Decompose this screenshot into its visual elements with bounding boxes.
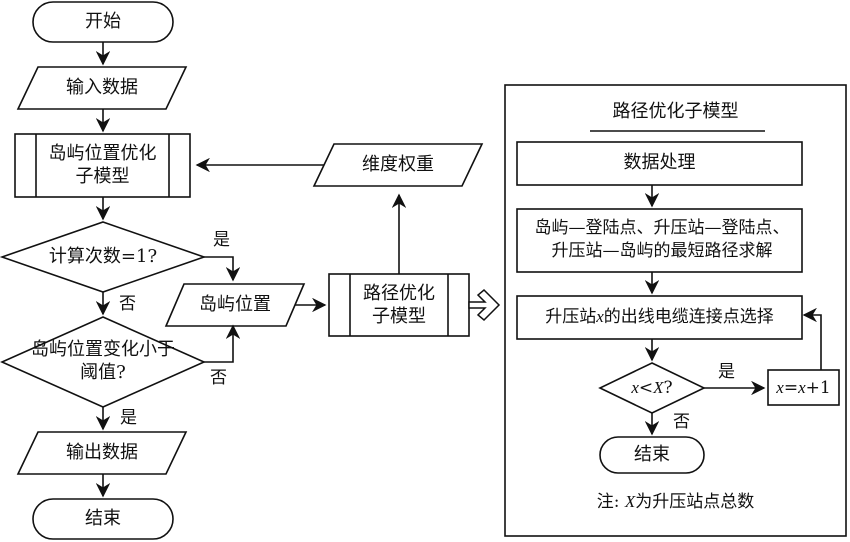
increment-label: x=x+1 xyxy=(768,377,839,399)
panel-title: 路径优化子模型 xyxy=(612,101,739,122)
decision-op: < xyxy=(638,378,654,398)
step3-var: x xyxy=(596,307,604,326)
decision2-label-1: 岛屿位置变化小于 xyxy=(31,339,175,360)
inc-a: x xyxy=(776,378,784,397)
route-model-label-2: 子模型 xyxy=(372,306,426,327)
panel-yes-label: 是 xyxy=(718,362,735,382)
island-model-label-1: 岛屿位置优化 xyxy=(48,143,157,164)
shortest-path-box xyxy=(516,208,803,273)
inc-d: +1 xyxy=(805,378,831,398)
island-model-label-2: 子模型 xyxy=(75,166,130,187)
yes-label-2: 是 xyxy=(120,408,137,428)
start-label: 开始 xyxy=(85,11,121,32)
island-position-label: 岛屿位置 xyxy=(199,294,271,315)
expand-arrow-icon xyxy=(468,288,501,322)
yes-label-1: 是 xyxy=(213,230,230,250)
panel-end-label: 结束 xyxy=(634,444,670,465)
step3-prefix: 升压站 xyxy=(545,307,597,327)
note-var: X xyxy=(624,492,636,511)
weights-label: 维度权重 xyxy=(362,154,434,175)
decision-x: x xyxy=(631,378,639,397)
connection-point-box xyxy=(516,295,803,340)
shortest-path-label-1: 岛屿—登陆点、升压站—登陆点、 xyxy=(534,218,790,238)
inc-c: x xyxy=(798,378,806,397)
route-submodel-panel xyxy=(504,84,847,537)
route-model-label-1: 路径优化 xyxy=(363,283,435,304)
no-label-2: 否 xyxy=(210,368,227,388)
note-prefix: 注: xyxy=(596,492,625,512)
note-suffix: 为升压站点总数 xyxy=(635,492,755,512)
output-data-parallelogram xyxy=(16,431,188,475)
decision1-label: 计算次数=1? xyxy=(48,246,158,267)
x-less-X-label: x<X? xyxy=(600,377,704,399)
input-data-parallelogram xyxy=(16,66,188,110)
increment-box xyxy=(767,369,840,406)
data-processing-box xyxy=(516,141,803,186)
inc-b: = xyxy=(783,378,799,398)
input-data-label: 输入数据 xyxy=(66,77,138,98)
decision2-label-2: 阈值? xyxy=(80,362,126,383)
decision-q: ? xyxy=(663,378,673,398)
weights-parallelogram xyxy=(312,143,484,187)
panel-no-label: 否 xyxy=(673,412,690,432)
data-processing-label: 数据处理 xyxy=(623,152,696,173)
panel-note: 注: X为升压站点总数 xyxy=(505,491,846,513)
end-terminal xyxy=(32,498,174,540)
no-label-1: 否 xyxy=(119,294,136,314)
shortest-path-label-2: 升压站—岛屿的最短路径求解 xyxy=(551,241,773,261)
island-position-parallelogram xyxy=(164,283,306,327)
output-data-label: 输出数据 xyxy=(66,442,138,463)
end-label: 结束 xyxy=(85,508,121,529)
panel-end-terminal xyxy=(599,436,705,474)
connection-point-label: 升压站x的出线电缆连接点选择 xyxy=(517,306,802,328)
decision-X: X xyxy=(653,378,664,397)
step3-suffix: 的出线电缆连接点选择 xyxy=(603,307,774,327)
